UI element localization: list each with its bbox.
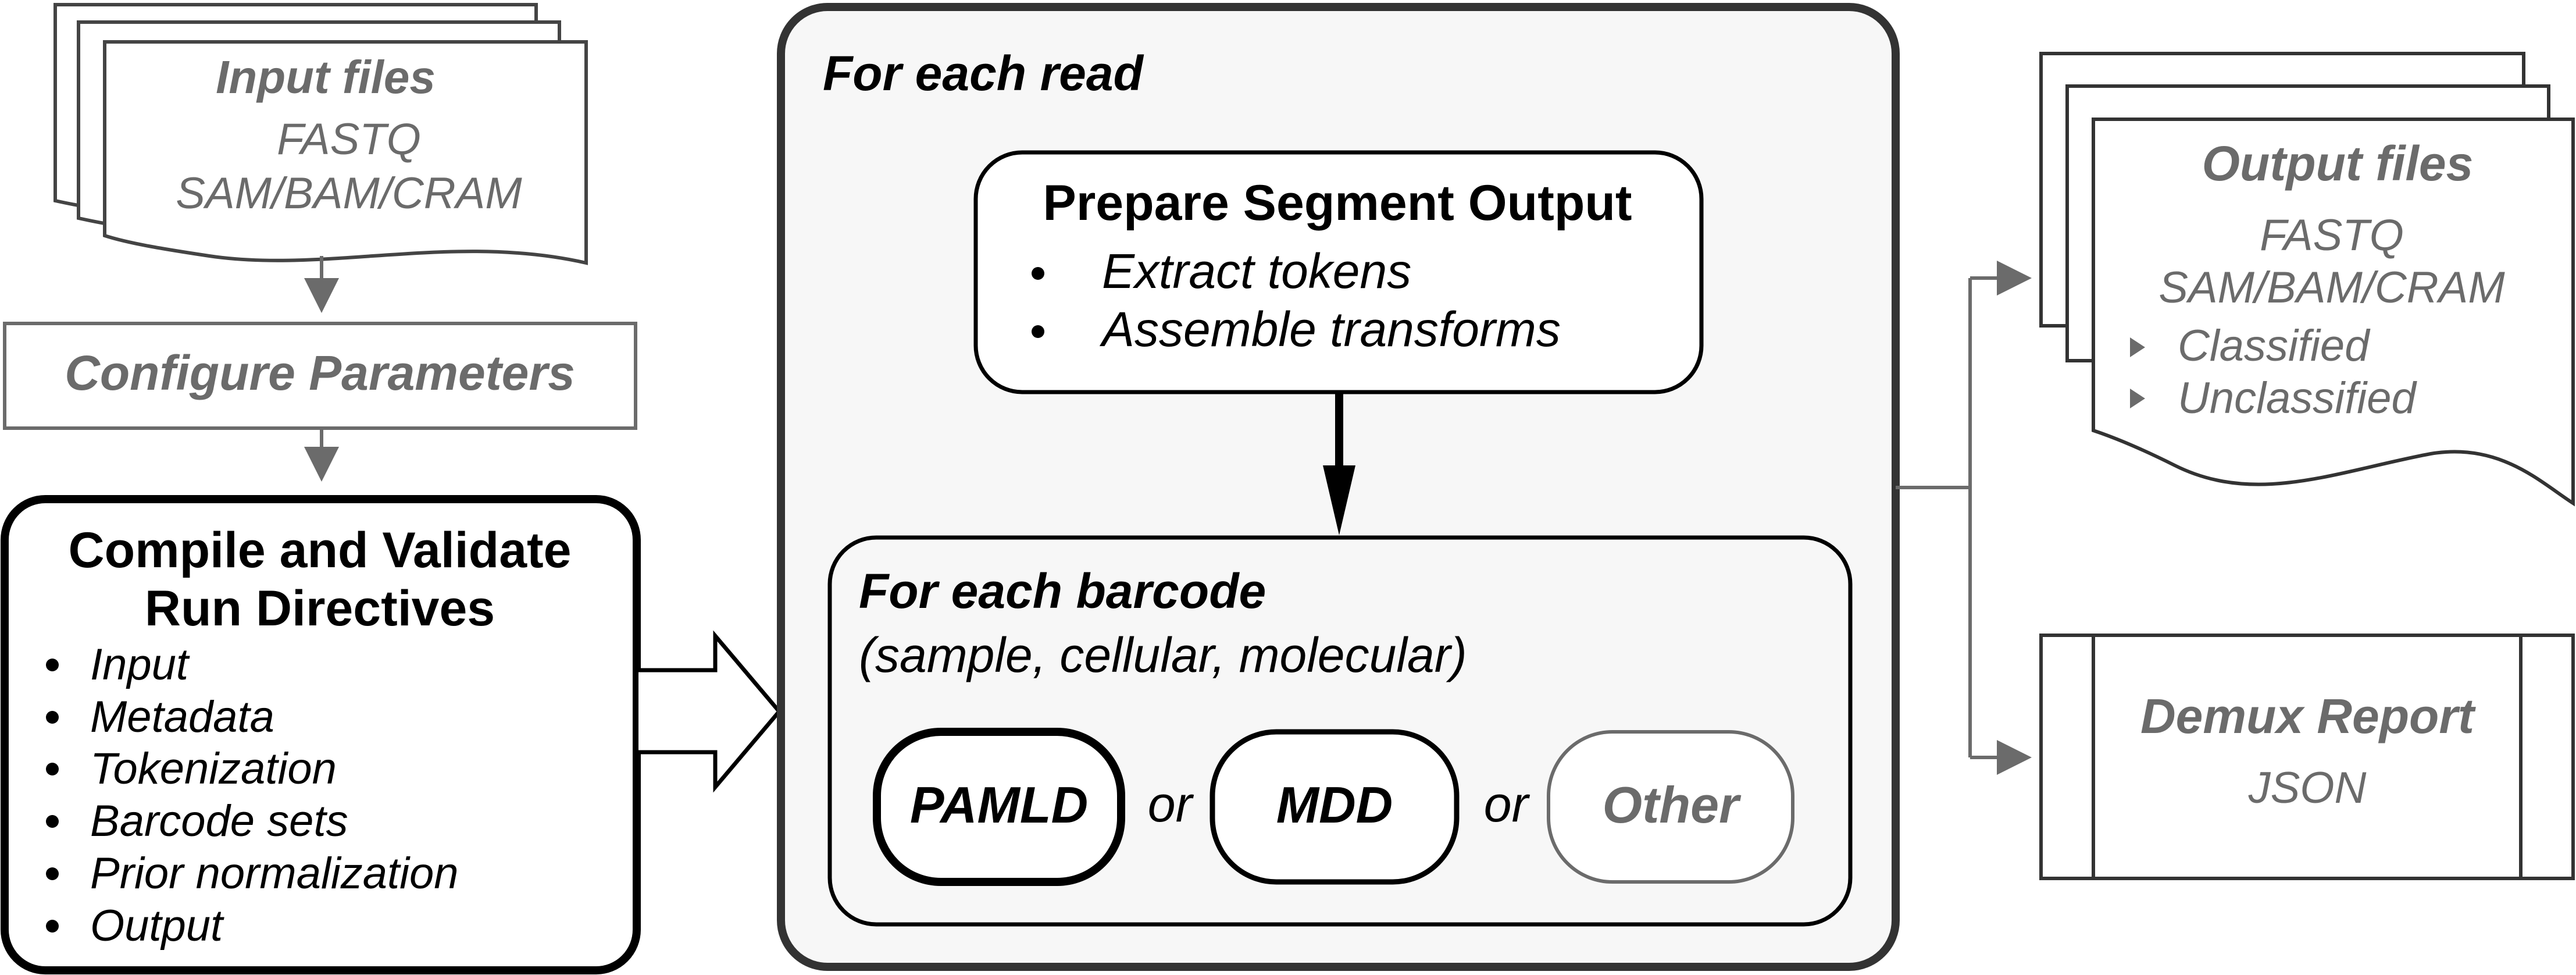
prepare-segment-title: Prepare Segment Output [1043, 175, 1632, 231]
configure-parameters-label: Configure Parameters [65, 346, 575, 400]
bullet-triangle-icon [2130, 337, 2145, 357]
compile-item: Barcode sets [90, 796, 348, 846]
demux-report-title: Demux Report [2140, 689, 2476, 743]
method-other-label: Other [1603, 776, 1742, 834]
input-format-fastq: FASTQ [277, 115, 421, 164]
output-format-fastq: FASTQ [2260, 211, 2404, 260]
compile-item: Metadata [90, 692, 274, 742]
output-files-node: Output files FASTQ SAM/BAM/CRAM Classifi… [2039, 52, 2575, 507]
output-item-classified: Classified [2178, 321, 2371, 371]
configure-parameters-node: Configure Parameters [3, 322, 637, 430]
output-format-sam: SAM/BAM/CRAM [2158, 263, 2505, 312]
compile-title-line2: Run Directives [145, 581, 495, 636]
or-separator: or [1484, 777, 1530, 832]
method-pamld: PAMLD [873, 728, 1125, 886]
method-mdd: MDD [1209, 729, 1460, 885]
bullet-triangle-icon [2130, 389, 2145, 408]
input-format-sam: SAM/BAM/CRAM [176, 169, 522, 218]
method-pamld-label: PAMLD [910, 776, 1088, 834]
arrow-prepare-to-barcode [1323, 392, 1355, 535]
output-files-title: Output files [2202, 136, 2474, 191]
for-each-read-panel: For each read Prepare Segment Output Ext… [777, 3, 1900, 971]
for-each-barcode-panel: For each barcode (sample, cellular, mole… [827, 535, 1853, 927]
compile-item: Input [90, 640, 190, 689]
output-item-unclassified: Unclassified [2178, 373, 2417, 423]
compile-item: Output [90, 901, 224, 951]
for-each-barcode-sublabel: (sample, cellular, molecular) [859, 628, 1467, 682]
for-each-barcode-label: For each barcode [859, 564, 1266, 618]
input-files-title: Input files [216, 51, 436, 103]
prepare-item-extract: Extract tokens [1102, 244, 1411, 298]
compile-title-line1: Compile and Validate [69, 522, 572, 578]
or-separator: or [1148, 777, 1194, 832]
prepare-segment-output-node: Prepare Segment Output Extract tokens As… [973, 150, 1704, 394]
input-files-node: Input files FASTQ SAM/BAM/CRAM [53, 3, 588, 265]
method-mdd-label: MDD [1276, 776, 1393, 834]
method-other: Other [1547, 730, 1794, 884]
output-connector [1896, 261, 2032, 775]
compile-item: Tokenization [90, 744, 337, 793]
compile-item: Prior normalization [90, 849, 459, 898]
for-each-read-label: For each read [823, 46, 1144, 101]
demux-report-format: JSON [2248, 763, 2367, 813]
demux-report-node: Demux Report JSON [2039, 634, 2575, 880]
prepare-item-assemble: Assemble transforms [1099, 302, 1561, 357]
compile-item-list: Input Metadata Tokenization Barcode sets… [46, 640, 459, 951]
block-arrow-compile-to-read [638, 630, 782, 793]
compile-validate-node: Compile and Validate Run Directives Inpu… [1, 495, 641, 974]
